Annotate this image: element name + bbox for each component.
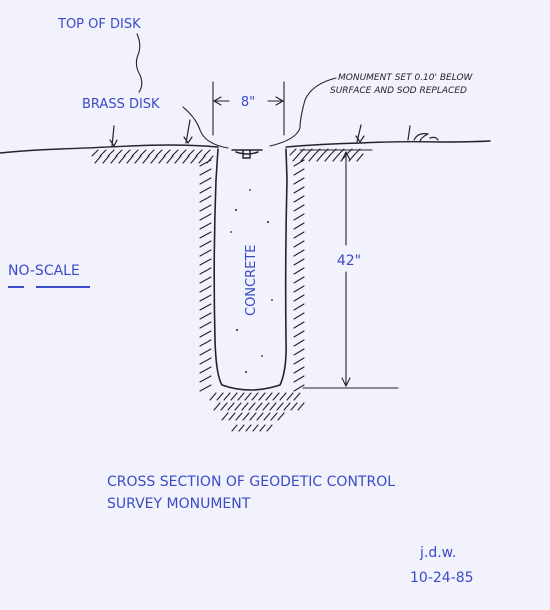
- no-scale-label: NO-SCALE: [8, 263, 80, 279]
- width-dimension: [212, 81, 285, 136]
- grass-tufts: [109, 119, 439, 147]
- ground-surface-line: [0, 140, 491, 154]
- date-label: 10-24-85: [410, 570, 474, 586]
- note-leader: [269, 77, 337, 147]
- monument-note-line2: SURFACE AND SOD REPLACED: [330, 86, 467, 96]
- top-of-disk-leader: [135, 33, 143, 93]
- soil-hatch-strokes: [91, 148, 364, 432]
- brass-disk-leader: [182, 106, 229, 149]
- concrete-shaft-outline: [213, 148, 288, 391]
- initials-label: j.d.w.: [419, 545, 456, 561]
- depth-dimension: [299, 149, 399, 389]
- top-of-disk-label: TOP OF DISK: [57, 17, 141, 32]
- caption-line1: CROSS SECTION OF GEODETIC CONTROL: [107, 474, 395, 490]
- concrete-aggregate: [230, 189, 273, 373]
- concrete-label: CONCRETE: [244, 244, 259, 316]
- width-label: 8": [241, 95, 255, 110]
- soil-hatching: [91, 148, 364, 432]
- caption-line2: SURVEY MONUMENT: [107, 496, 251, 512]
- depth-label: 42": [337, 253, 361, 269]
- brass-disk: [231, 149, 263, 159]
- brass-disk-label: BRASS DISK: [82, 97, 160, 112]
- monument-note-line1: MONUMENT SET 0.10' BELOW: [338, 73, 474, 83]
